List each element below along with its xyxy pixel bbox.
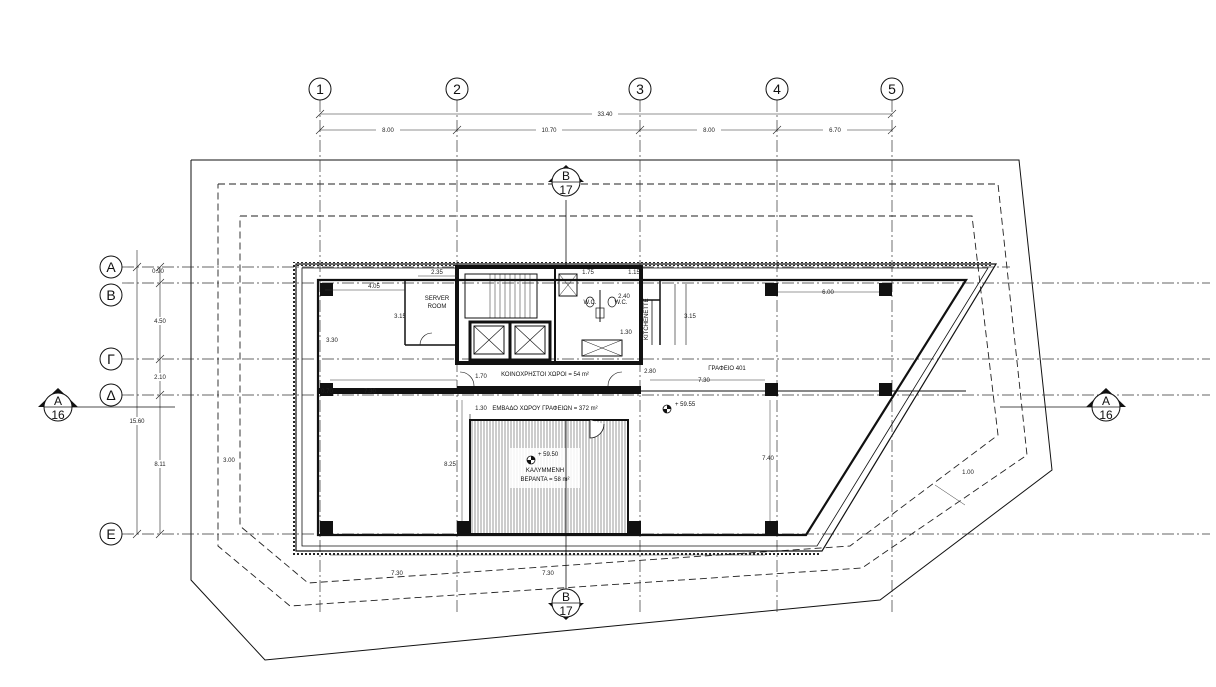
common-areas-label: ΚΟΙΝΟΧΡΗΣΤΟΙ ΧΩΡΟΙ = 54 m² — [501, 372, 589, 378]
section-top-letter: Β — [562, 169, 570, 183]
grid-bubble-alpha: Α — [99, 255, 123, 279]
wc-label-1: W.C. — [584, 300, 597, 306]
dim-bottom-1: 7.30 — [391, 571, 403, 577]
dim-server-w: 4.05 — [368, 284, 380, 290]
grid-label-alpha: Α — [106, 259, 116, 275]
dim-core-left: 2.35 — [431, 270, 443, 276]
row-bubbles: Α Β Γ Δ Ε — [99, 255, 123, 546]
top-dimension-text: 33.40 8.00 10.70 8.00 6.70 — [376, 110, 847, 134]
grid-label-1: 1 — [316, 81, 324, 97]
server-room-label-2: ROOM — [428, 304, 447, 310]
dim-corr-left: 7.30 — [364, 389, 376, 395]
grid-label-4: 4 — [773, 81, 781, 97]
section-marker-top: Β 17 — [548, 165, 584, 268]
dim-west-bay: 3.30 — [326, 338, 338, 344]
dim-server-h: 3.15 — [394, 314, 406, 320]
veranda-label-1: ΚΑΛΥΜΜΕΝΗ — [526, 468, 564, 474]
office-level: + 59.55 — [675, 402, 696, 408]
grid-bubble-beta: Β — [99, 283, 123, 307]
dim-veranda-h: 8.25 — [444, 462, 456, 468]
dim-small: 0.70 — [321, 389, 333, 395]
dim-office-w: 7.30 — [698, 378, 710, 384]
server-room-label-1: SERVER — [425, 296, 450, 302]
grid-bubble-2: 2 — [445, 77, 469, 101]
grid-bubble-epsilon: Ε — [99, 522, 123, 546]
grid-label-gamma: Γ — [107, 351, 115, 367]
section-right-letter: Α — [1102, 394, 1110, 408]
interior-dimensions — [325, 275, 966, 556]
dim-left-2: 4.50 — [154, 319, 166, 325]
section-left-letter: Α — [54, 394, 62, 408]
dim-top-2: 10.70 — [541, 128, 557, 134]
section-bottom-sheet: 17 — [559, 604, 573, 618]
building-shell — [292, 262, 998, 556]
room-labels: SERVER ROOM ΚΟΙΝΟΧΡΗΣΤΟΙ ΧΩΡΟΙ = 54 m² Γ… — [425, 296, 747, 412]
interior-dimension-text: 4.05 2.35 3.15 3.30 7.30 1.70 2.80 7.30 … — [223, 270, 974, 577]
dim-top-3: 8.00 — [703, 128, 715, 134]
office-level-marker: + 59.55 — [662, 402, 696, 414]
dim-office-left-gap: 1.30 — [475, 406, 487, 412]
setback-lines — [217, 183, 1028, 607]
left-dimensions — [132, 250, 165, 539]
site-boundary — [190, 159, 1053, 661]
dim-office-h: 7.40 — [762, 456, 774, 462]
section-marker-left: Α 16 — [38, 388, 175, 422]
dim-bath-w: 1.15 — [628, 270, 640, 276]
dim-corr: 1.75 — [582, 270, 594, 276]
grid-bubble-5: 5 — [880, 77, 904, 101]
section-right-sheet: 16 — [1099, 408, 1113, 422]
grid-label-epsilon: Ε — [106, 526, 115, 542]
dim-setback: 1.00 — [962, 470, 974, 476]
office-label: ΓΡΑΦΕΙΟ 401 — [708, 366, 746, 372]
dim-kitchen-w: 1.30 — [620, 330, 632, 336]
dim-lobby: 1.70 — [475, 374, 487, 380]
covered-veranda: ΚΑΛΥΜΜΕΝΗ ΒΕΡΑΝΤΑ = 58 m² + 59.50 — [469, 419, 629, 535]
dim-top-4: 6.70 — [829, 128, 841, 134]
grid-bubble-gamma: Γ — [99, 347, 123, 371]
dim-side-offset: 3.00 — [223, 458, 235, 464]
grid-bubble-delta: Δ — [99, 383, 123, 407]
grid-label-2: 2 — [453, 81, 461, 97]
grid-label-3: 3 — [636, 81, 644, 97]
dim-top-total: 33.40 — [597, 112, 613, 118]
section-bottom-letter: Β — [562, 590, 570, 604]
veranda-level: + 59.50 — [538, 452, 559, 458]
veranda-label-2: ΒΕΡΑΝΤΑ = 58 m² — [521, 477, 570, 483]
section-left-sheet: 16 — [51, 408, 65, 422]
interior-walls — [318, 280, 966, 534]
grid-label-5: 5 — [888, 81, 896, 97]
dim-wc-depth: 2.40 — [618, 294, 630, 300]
section-top-sheet: 17 — [559, 183, 573, 197]
dim-kitchen-h: 3.15 — [684, 314, 696, 320]
dim-bottom-2: 7.30 — [542, 571, 554, 577]
dim-left-total: 15.60 — [129, 419, 145, 425]
dim-left-3: 2.10 — [154, 375, 166, 381]
kitchenette-label: KITCHENETTE — [644, 298, 650, 340]
grid-label-beta: Β — [106, 287, 115, 303]
dim-left-1: 0.90 — [152, 269, 164, 275]
dim-top-1: 8.00 — [382, 128, 394, 134]
grid-label-delta: Δ — [106, 387, 115, 403]
office-area-label: ΕΜΒΑΔΟ ΧΩΡΟΥ ΓΡΑΦΕΙΩΝ = 372 m² — [492, 406, 597, 412]
grid-bubble-3: 3 — [628, 77, 652, 101]
structural-columns — [320, 283, 892, 534]
left-dimension-text: 15.60 0.90 4.50 2.10 8.11 — [124, 269, 173, 468]
dim-left-4: 8.11 — [154, 462, 166, 468]
section-marker-bottom: Β 17 — [548, 420, 584, 620]
column-bubbles: 1 2 3 4 5 — [308, 77, 904, 101]
section-marker-right: Α 16 — [1000, 388, 1126, 422]
grid-bubble-1: 1 — [308, 77, 332, 101]
grid-bubble-4: 4 — [765, 77, 789, 101]
core-block: W.C. W.C. — [455, 265, 643, 365]
dim-gap: 2.80 — [644, 369, 656, 375]
wc-label-2: W.C. — [615, 300, 628, 306]
dim-right-bay: 6.00 — [822, 290, 834, 296]
